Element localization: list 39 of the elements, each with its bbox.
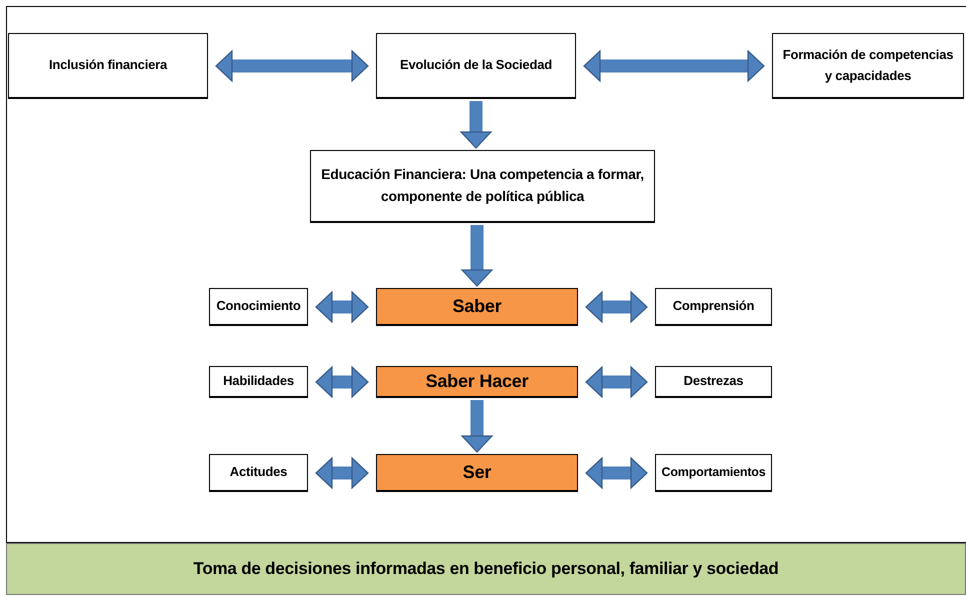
text-box: [209, 288, 308, 326]
text-box: [8, 33, 208, 99]
box-text: Inclusión financiera: [48, 56, 168, 74]
block-arrow: [585, 291, 648, 323]
box-text: Comportamientos: [662, 464, 766, 481]
block-arrow: [583, 50, 765, 82]
text-box: [655, 288, 772, 326]
box-text: Saber: [452, 294, 502, 318]
conclusion-band: [6, 543, 966, 595]
concept-box: [376, 454, 578, 492]
box-text: Habilidades: [223, 372, 294, 390]
box-text: Destrezas: [684, 372, 744, 390]
box-text: Actitudes: [230, 463, 288, 482]
box-text: Educación Financiera: Una competencia a formar, componente de política pública: [320, 165, 645, 206]
block-arrow: [461, 225, 493, 287]
text-box: [376, 33, 576, 99]
block-arrow: [315, 291, 369, 323]
block-arrow: [585, 366, 648, 398]
block-arrow: [461, 400, 493, 453]
concept-box: [376, 366, 578, 398]
box-text: Comprensión: [672, 297, 754, 316]
text-box: [655, 454, 772, 492]
box-text: Toma de decisiones informadas en beneficio personal, familiar y sociedad: [193, 558, 779, 580]
text-box: [772, 33, 964, 99]
box-text: Saber Hacer: [426, 370, 528, 393]
block-arrow: [460, 101, 492, 149]
box-text: Evolución de la Sociedad: [400, 56, 552, 74]
text-box: [209, 366, 308, 398]
text-box: [209, 454, 308, 492]
block-arrow: [315, 366, 369, 398]
block-arrow: [215, 50, 369, 82]
box-text: Ser: [462, 460, 492, 484]
box-text: Conocimiento: [216, 297, 301, 316]
concept-box: [376, 288, 578, 326]
box-text: Formación de competencias y capacidades: [782, 46, 954, 85]
text-box: [655, 366, 772, 398]
block-arrow: [315, 457, 369, 489]
block-arrow: [585, 457, 648, 489]
text-box: [310, 150, 655, 223]
